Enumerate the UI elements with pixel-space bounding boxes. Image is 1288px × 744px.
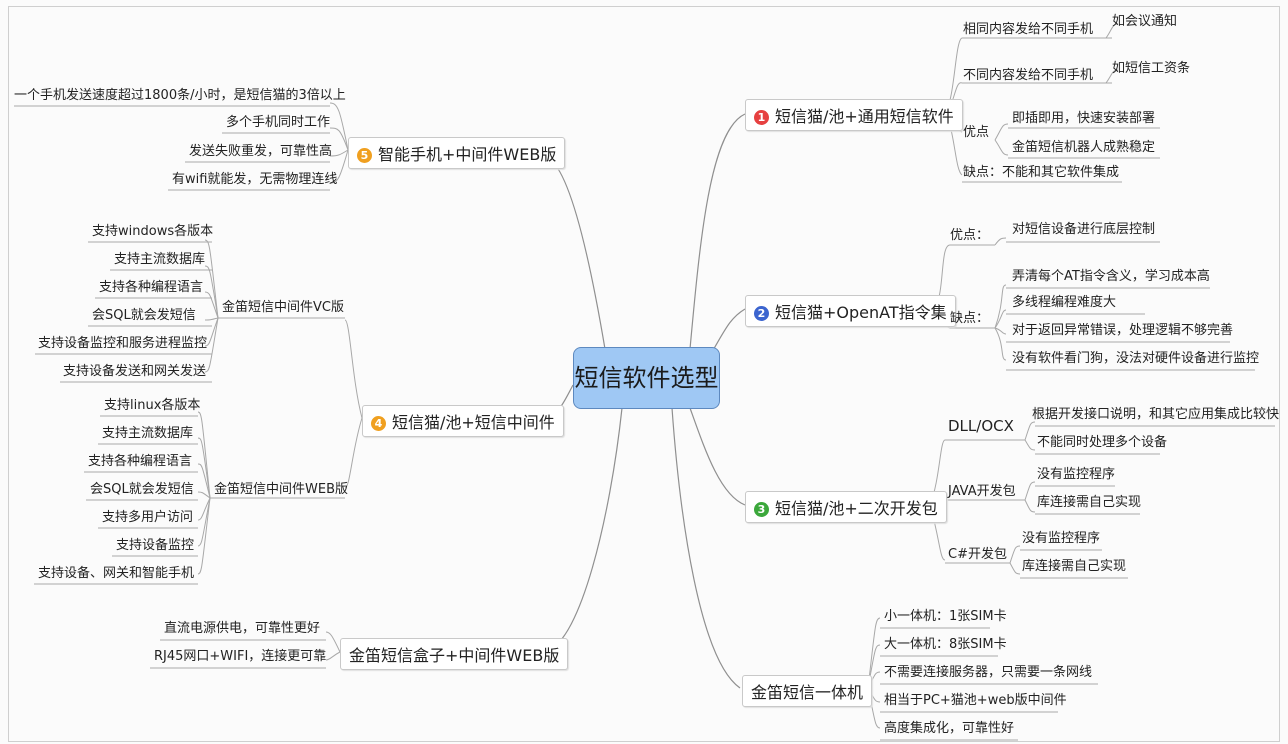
b5-point[interactable]: 发送失败重发，可靠性高: [189, 144, 333, 159]
b3-dll-ocx[interactable]: DLL/OCX: [948, 417, 1014, 435]
priority-3-icon: 3: [754, 502, 769, 517]
b2-con-item[interactable]: 弄清每个AT指令含义，学习成本高: [1012, 269, 1210, 284]
b2-con-item[interactable]: 多线程编程难度大: [1012, 295, 1117, 310]
b3-csharp-sdk[interactable]: C#开发包: [948, 547, 1007, 562]
topic-label: 短信猫/池+通用短信软件: [775, 107, 954, 126]
priority-5-icon: 5: [357, 148, 372, 163]
b4-vc-point[interactable]: 会SQL就会发短信: [92, 308, 196, 323]
topic-sms-modem-openat[interactable]: 2 短信猫+OpenAT指令集: [745, 295, 956, 327]
b5-point[interactable]: 多个手机同时工作: [226, 115, 331, 130]
topic-sms-all-in-one[interactable]: 金笛短信一体机: [742, 675, 873, 707]
b4-web-point[interactable]: 支持linux各版本: [104, 398, 201, 413]
b2-pros-label[interactable]: 优点：: [950, 228, 990, 243]
b1-pros[interactable]: 优点: [963, 125, 990, 140]
b1-cons[interactable]: 缺点：不能和其它软件集成: [963, 165, 1120, 180]
topic-label: 智能手机+中间件WEB版: [378, 145, 557, 164]
b7-point[interactable]: 相当于PC+猫池+web版中间件: [884, 693, 1067, 708]
b4-web-point[interactable]: 支持各种编程语言: [88, 454, 193, 469]
b3-point[interactable]: 根据开发接口说明，和其它应用集成比较快: [1032, 407, 1280, 422]
b1-same-content-note[interactable]: 如会议通知: [1112, 14, 1178, 29]
b4-web-point[interactable]: 支持设备、网关和智能手机: [38, 566, 195, 581]
b4-web-point[interactable]: 支持主流数据库: [102, 426, 194, 441]
priority-4-icon: 4: [371, 416, 386, 431]
b1-diff-content-note[interactable]: 如短信工资条: [1112, 61, 1191, 76]
b7-point[interactable]: 小一体机：1张SIM卡: [884, 609, 1007, 624]
topic-label: 金笛短信一体机: [751, 683, 864, 702]
b2-pro-item[interactable]: 对短信设备进行底层控制: [1012, 222, 1156, 237]
b3-point[interactable]: 没有监控程序: [1022, 531, 1101, 546]
b3-point[interactable]: 库连接需自己实现: [1037, 495, 1142, 510]
topic-label: 金笛短信盒子+中间件WEB版: [349, 646, 560, 665]
b4-vc-point[interactable]: 支持设备发送和网关发送: [63, 364, 207, 379]
b2-con-item[interactable]: 对于返回异常错误，处理逻辑不够完善: [1012, 323, 1234, 338]
b3-point[interactable]: 库连接需自己实现: [1022, 559, 1127, 574]
topic-sms-modem-sdk[interactable]: 3 短信猫/池+二次开发包: [745, 491, 947, 523]
b3-point[interactable]: 没有监控程序: [1037, 467, 1116, 482]
priority-1-icon: 1: [754, 110, 769, 125]
topic-smartphone-middleware-web[interactable]: 5 智能手机+中间件WEB版: [348, 137, 566, 169]
b4-vc-point[interactable]: 支持设备监控和服务进程监控: [38, 336, 208, 351]
canvas-frame: [8, 6, 1280, 742]
b7-point[interactable]: 大一体机：8张SIM卡: [884, 637, 1007, 652]
b4-web-point[interactable]: 支持多用户访问: [102, 510, 194, 525]
topic-label: 短信猫+OpenAT指令集: [775, 303, 947, 322]
b4-vc-point[interactable]: 支持主流数据库: [114, 252, 206, 267]
b1-pro-item[interactable]: 即插即用，快速安装部署: [1012, 111, 1156, 126]
b6-point[interactable]: 直流电源供电，可靠性更好: [164, 621, 321, 636]
topic-label: 短信猫/池+短信中间件: [392, 413, 555, 432]
b7-point[interactable]: 高度集成化，可靠性好: [884, 721, 1015, 736]
b4-vc-point[interactable]: 支持各种编程语言: [99, 280, 204, 295]
b5-point[interactable]: 一个手机发送速度超过1800条/小时，是短信猫的3倍以上: [14, 88, 346, 103]
b3-point[interactable]: 不能同时处理多个设备: [1037, 435, 1168, 450]
b4-vc-point[interactable]: 支持windows各版本: [92, 224, 214, 239]
b2-cons-label[interactable]: 缺点：: [950, 311, 990, 326]
b4-web-edition[interactable]: 金笛短信中间件WEB版: [214, 482, 348, 497]
priority-2-icon: 2: [754, 306, 769, 321]
b1-diff-content[interactable]: 不同内容发给不同手机: [963, 68, 1094, 83]
b4-vc-edition[interactable]: 金笛短信中间件VC版: [222, 300, 344, 315]
b1-pro-item[interactable]: 金笛短信机器人成熟稳定: [1012, 140, 1156, 155]
b2-con-item[interactable]: 没有软件看门狗，没法对硬件设备进行监控: [1012, 351, 1260, 366]
b3-java-sdk[interactable]: JAVA开发包: [948, 484, 1016, 499]
b7-point[interactable]: 不需要连接服务器，只需要一条网线: [884, 665, 1093, 680]
central-topic[interactable]: 短信软件选型: [573, 347, 720, 409]
b5-point[interactable]: 有wifi就能发，无需物理连线: [172, 172, 338, 187]
b4-web-point[interactable]: 支持设备监控: [116, 538, 195, 553]
topic-sms-modem-middleware[interactable]: 4 短信猫/池+短信中间件: [362, 405, 564, 437]
topic-label: 短信猫/池+二次开发包: [775, 499, 938, 518]
topic-sms-box-middleware-web[interactable]: 金笛短信盒子+中间件WEB版: [340, 638, 569, 670]
b1-same-content[interactable]: 相同内容发给不同手机: [963, 22, 1094, 37]
b6-point[interactable]: RJ45网口+WIFI，连接更可靠: [154, 649, 327, 664]
b4-web-point[interactable]: 会SQL就会发短信: [90, 482, 194, 497]
topic-sms-modem-general-software[interactable]: 1 短信猫/池+通用短信软件: [745, 99, 963, 131]
